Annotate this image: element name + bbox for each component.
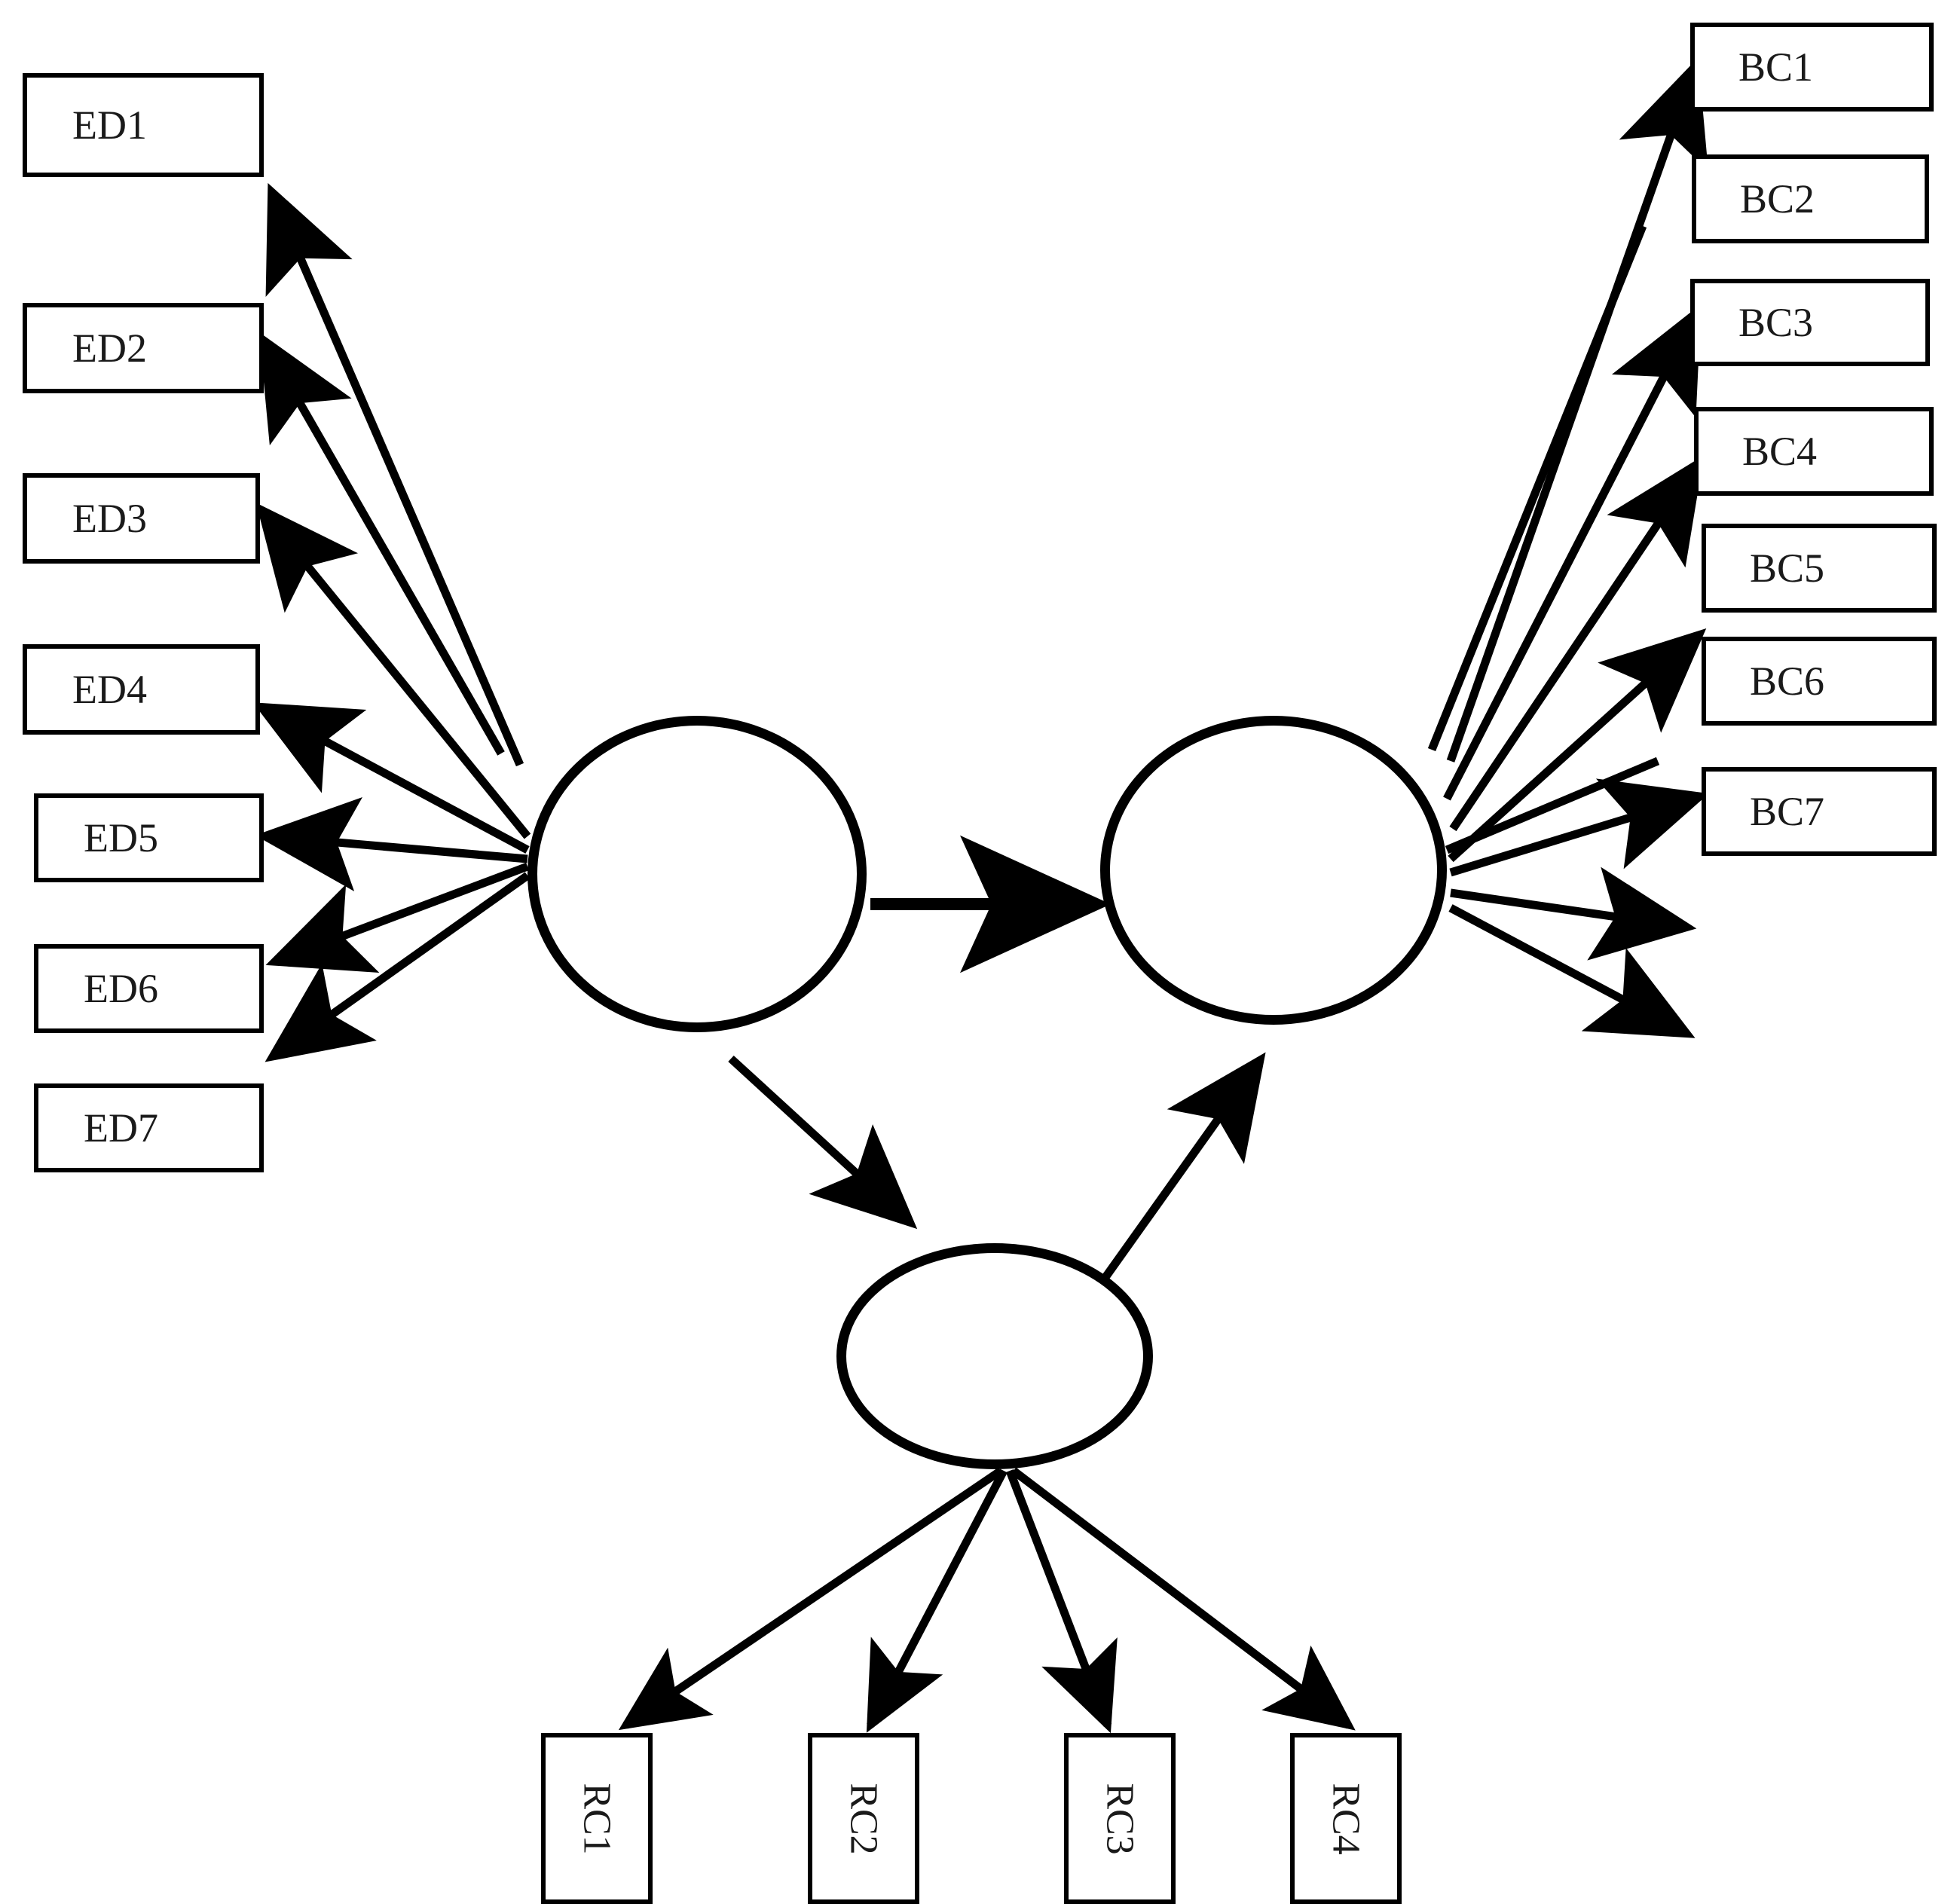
indicator-label-ED6: ED6 — [84, 966, 158, 1011]
edge-latent-bottom-to-RC4 — [1011, 1467, 1356, 1731]
indicator-label-RC1: RC1 — [576, 1782, 619, 1855]
indicator-box-BC6[interactable]: BC6 — [1702, 637, 1937, 726]
edge-latent-right-to-BC1 — [1446, 57, 1708, 763]
indicator-box-BC3[interactable]: BC3 — [1690, 279, 1930, 366]
edge-latent-right-to-BC6 — [1448, 628, 1707, 863]
indicator-label-BC1: BC1 — [1738, 44, 1814, 90]
edge-latent-left-to-ED2 — [258, 332, 505, 756]
indicator-label-BC5: BC5 — [1750, 546, 1825, 591]
indicator-label-BC2: BC2 — [1740, 176, 1815, 222]
indicator-box-ED1[interactable]: ED1 — [23, 73, 264, 177]
edge-latent-right-to-BC2 — [1427, 224, 1647, 752]
indicator-label-BC3: BC3 — [1738, 300, 1814, 345]
latent-variable-left[interactable] — [527, 716, 867, 1032]
indicator-box-RC1[interactable]: RC1 — [541, 1733, 653, 1904]
edge-latent-left-to-ED5 — [255, 797, 528, 891]
indicator-box-BC2[interactable]: BC2 — [1692, 154, 1929, 243]
indicator-box-ED2[interactable]: ED2 — [23, 303, 264, 393]
edge-latent-right-to-BC7 — [1449, 778, 1709, 877]
edge-latent-left-to-ED6 — [265, 862, 529, 973]
indicator-label-ED1: ED1 — [72, 102, 147, 148]
edge-latent-right-extra-1 — [1450, 866, 1697, 961]
indicator-label-BC4: BC4 — [1742, 429, 1818, 474]
edge-latent-bottom-to-RC1 — [618, 1467, 1004, 1731]
indicator-box-ED6[interactable]: ED6 — [34, 944, 264, 1033]
indicator-box-BC4[interactable]: BC4 — [1694, 407, 1934, 496]
edge-latent-left-to-ED7 — [265, 872, 531, 1062]
edge-latent-bottom-to-latent-right — [1096, 1052, 1266, 1288]
indicator-box-ED7[interactable]: ED7 — [34, 1083, 264, 1172]
latent-variable-right[interactable] — [1100, 716, 1447, 1025]
indicator-label-RC3: RC3 — [1099, 1782, 1142, 1855]
indicator-label-ED4: ED4 — [72, 667, 147, 712]
indicator-label-BC7: BC7 — [1750, 789, 1825, 834]
edge-latent-right-to-BC4 — [1449, 455, 1705, 832]
indicator-label-BC6: BC6 — [1750, 659, 1825, 704]
indicator-label-RC4: RC4 — [1325, 1782, 1368, 1855]
edge-latent-right-extra-2 — [1448, 904, 1696, 1038]
edge-latent-bottom-to-RC2 — [866, 1468, 1008, 1733]
indicator-box-BC5[interactable]: BC5 — [1702, 524, 1937, 613]
edge-latent-right-to-BC3 — [1443, 304, 1702, 801]
edge-latent-left-to-latent-bottom — [728, 1055, 918, 1230]
indicator-box-BC7[interactable]: BC7 — [1702, 767, 1937, 856]
edge-latent-left-to-ED3 — [255, 503, 531, 839]
indicator-box-ED3[interactable]: ED3 — [23, 473, 260, 564]
edge-latent-left-to-ED4 — [252, 702, 530, 854]
edge-latent-left-to-ED1 — [265, 182, 524, 767]
indicator-box-RC4[interactable]: RC4 — [1290, 1733, 1402, 1904]
indicator-label-RC2: RC2 — [842, 1782, 885, 1855]
indicator-label-ED2: ED2 — [72, 325, 147, 371]
indicator-box-RC2[interactable]: RC2 — [808, 1733, 919, 1904]
indicator-box-BC1[interactable]: BC1 — [1690, 23, 1934, 112]
indicator-box-ED4[interactable]: ED4 — [23, 644, 260, 735]
edge-latent-bottom-to-RC3 — [1005, 1469, 1118, 1734]
indicator-label-ED7: ED7 — [84, 1105, 158, 1151]
latent-variable-bottom[interactable] — [836, 1243, 1153, 1469]
indicator-box-ED5[interactable]: ED5 — [34, 793, 264, 882]
indicator-label-ED3: ED3 — [72, 496, 147, 541]
indicator-label-ED5: ED5 — [84, 815, 158, 860]
edge-latent-right-to-BC5 — [1445, 756, 1660, 854]
indicator-box-RC3[interactable]: RC3 — [1064, 1733, 1176, 1904]
